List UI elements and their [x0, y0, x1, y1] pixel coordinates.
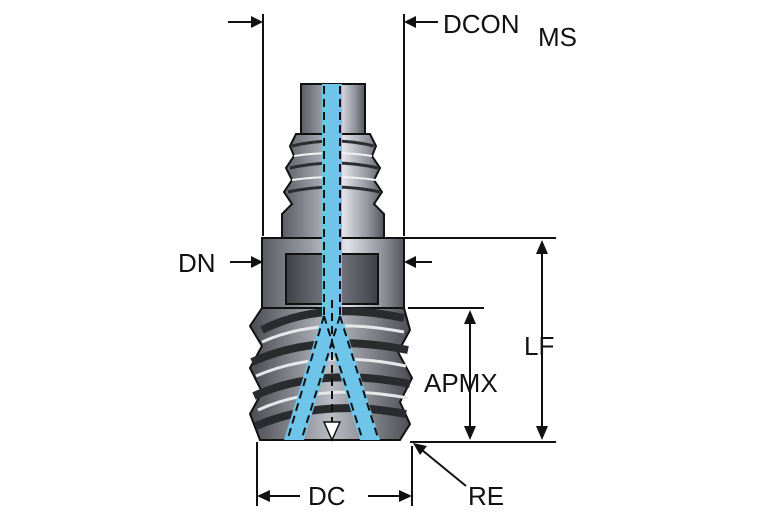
label-dc: DC: [308, 481, 346, 511]
point-marker: [322, 421, 342, 442]
label-dn: DN: [178, 248, 216, 278]
label-apmx: APMX: [424, 368, 498, 398]
label-re: RE: [468, 481, 504, 511]
coolant-channels: [284, 84, 380, 440]
label-lf: LF: [524, 331, 554, 361]
dimension-lines: [228, 14, 556, 506]
label-dcon: DCON: [443, 9, 520, 39]
label-dcon-subscript: MS: [538, 22, 577, 52]
end-mill-tool: [248, 83, 414, 442]
coolant-hidden-lines: [287, 86, 379, 439]
